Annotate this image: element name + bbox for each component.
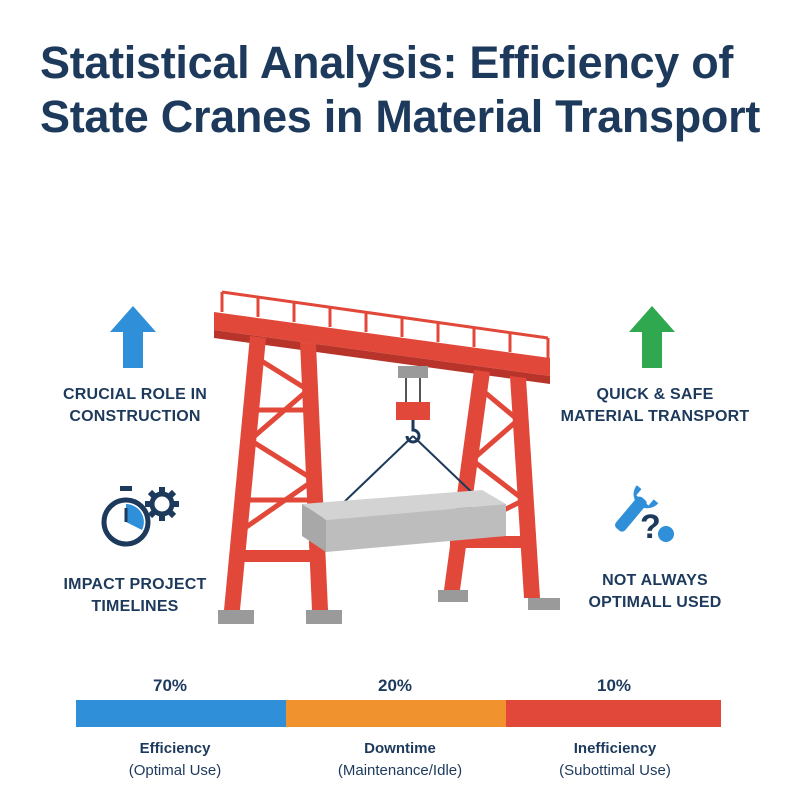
downtime-percent: 20% (377, 676, 413, 695)
arrow-up-icon (110, 306, 156, 368)
impact-timelines-label: IMPACT PROJECT TIMELINES (63, 576, 207, 615)
inefficiency-legend-name: Inefficiency (573, 740, 657, 757)
not-optimal-label: NOT ALWAYS OPTIMALL USED (588, 572, 722, 611)
crucial-role-label: CRUCIAL ROLE IN CONSTRUCTION (62, 386, 208, 425)
svg-text:?: ? (640, 508, 661, 546)
arrow-up-icon (629, 306, 675, 368)
downtime-legend-name: Downtime (364, 740, 436, 757)
efficiency-legend-sub: (Optimal Use) (128, 762, 222, 779)
downtime-legend-sub: (Maintenance/Idle) (337, 762, 463, 779)
downtime-segment (286, 700, 506, 727)
inefficiency-percent: 10% (596, 676, 632, 695)
inefficiency-segment (505, 700, 721, 727)
stacked-bar (76, 700, 721, 727)
stopwatch-gear-icon (101, 486, 179, 547)
wrench-question-icon: ? (615, 485, 674, 546)
efficiency-percent: 70% (152, 676, 188, 695)
page-title: Statistical Analysis: Efficiency of Stat… (40, 37, 761, 142)
efficiency-segment (76, 700, 287, 727)
quick-safe-label: QUICK & SAFE MATERIAL TRANSPORT (560, 386, 750, 425)
inefficiency-legend-sub: (Subottimal Use) (559, 762, 671, 779)
gantry-crane-illustration (214, 290, 560, 624)
efficiency-legend-name: Efficiency (139, 740, 211, 757)
